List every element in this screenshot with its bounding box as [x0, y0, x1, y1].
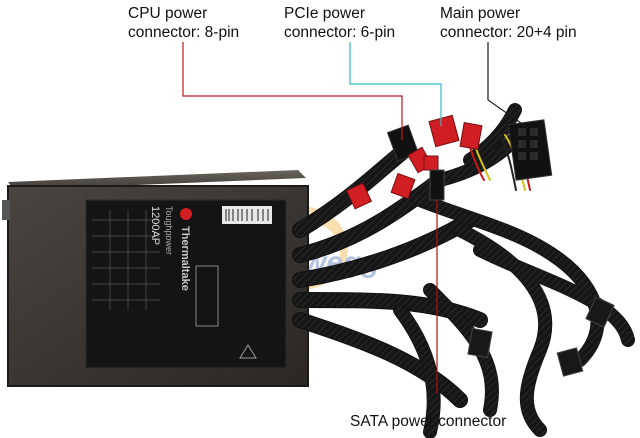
pcie-label-line1: PCIe power	[284, 5, 365, 22]
sata-power-connector	[429, 169, 445, 201]
pcie-callout-line	[349, 42, 442, 126]
model-text: 1200AP	[149, 206, 161, 245]
cpu-label-line1: CPU power	[128, 5, 208, 22]
psu-body: Thermaltake Toughpower 1200AP	[2, 170, 309, 387]
main-callout-line	[487, 42, 529, 129]
brand-text: Thermaltake	[179, 226, 191, 291]
cpu-power-label: CPU power connector: 8-pin	[128, 4, 239, 42]
pcie-power-label: PCIe power connector: 6-pin	[284, 4, 395, 42]
sata-label-text: SATA power connector	[350, 413, 507, 430]
cable-harness	[292, 103, 635, 438]
main-power-label: Main power connector: 20+4 pin	[440, 4, 577, 42]
series-text: Toughpower	[164, 206, 174, 255]
cpu-callout-line	[182, 42, 403, 140]
molex-connector	[467, 296, 615, 377]
pcie-power-connector	[428, 114, 483, 150]
pcie-label-line2: connector: 6-pin	[284, 24, 396, 41]
cpu-label-line2: connector: 8-pin	[128, 24, 240, 41]
tt-logo-icon	[180, 208, 192, 220]
red-connector-group	[345, 146, 439, 210]
cpu-power-connector	[386, 124, 420, 162]
callout-lines	[182, 42, 529, 394]
main-label-line2: connector: 20+4 pin	[440, 24, 577, 41]
main-power-connector	[507, 119, 553, 181]
sata-power-label: SATA power connector	[350, 412, 506, 431]
certification-icon	[195, 265, 257, 359]
main-label-line1: Main power	[440, 5, 521, 22]
